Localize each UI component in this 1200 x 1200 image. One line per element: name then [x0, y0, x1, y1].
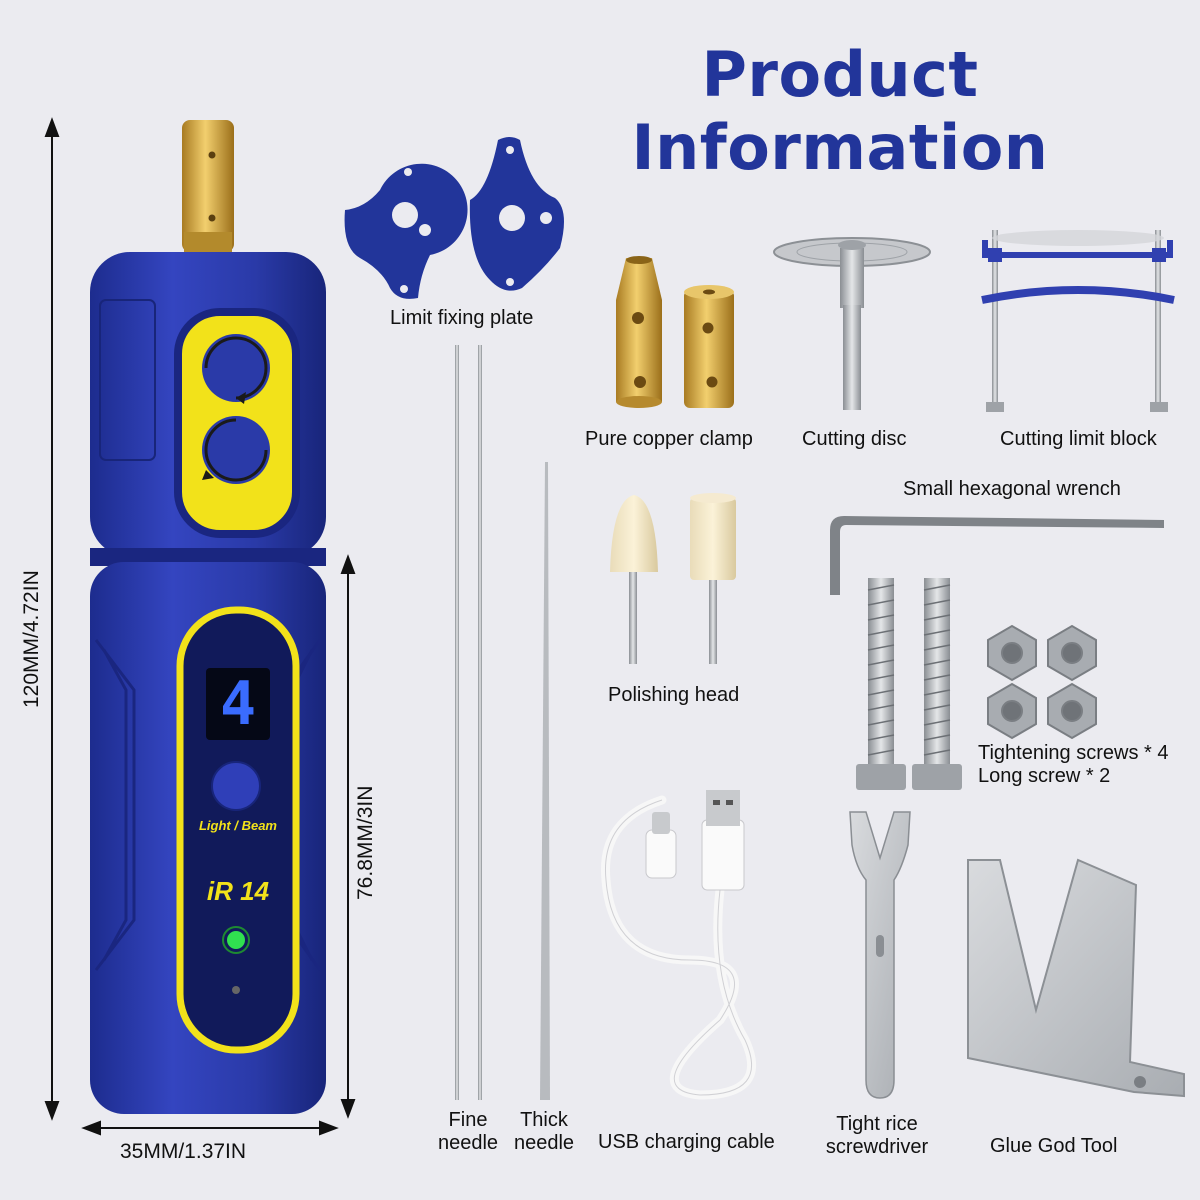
dimension-arrows: [44, 117, 356, 1136]
hex-wrench-label: Small hexagonal wrench: [903, 478, 1121, 500]
copper-clamp-label: Pure copper clamp: [585, 428, 753, 450]
copper-clamp-icon: [616, 256, 734, 408]
charge-indicator: [232, 986, 240, 994]
cutting-disc-icon: [773, 237, 931, 410]
usb-cable-label: USB charging cable: [598, 1131, 775, 1153]
model-label: iR 14: [206, 876, 270, 906]
digit-display: [206, 668, 270, 740]
tightening-screw-icon: [987, 624, 1097, 740]
cutting-limit-block-icon: [981, 230, 1175, 412]
polishing-head-icon: [610, 493, 736, 664]
total-length-label: 120MM/4.72IN: [20, 570, 43, 708]
usb-cable-icon: [600, 790, 757, 1100]
light-beam-button[interactable]: [211, 761, 261, 811]
fine-needle-icon: [455, 345, 482, 1100]
page-title: Product Information: [631, 38, 1049, 184]
width-label: 35MM/1.37IN: [120, 1140, 247, 1163]
body-length-label: 76.8MM/3IN: [354, 785, 377, 900]
glue-god-tool-icon: [967, 858, 1185, 1098]
limit-fixing-plate-icon: [344, 137, 564, 299]
counterclockwise-button[interactable]: [202, 416, 270, 484]
long-screw-label: Long screw * 2: [978, 765, 1111, 787]
glue-removal-device: [90, 120, 326, 1114]
screwdriver-label: Tight rice screwdriver: [825, 1113, 929, 1158]
screwdriver-icon: [849, 811, 911, 1099]
thick-needle-label: Thick needle: [513, 1109, 575, 1154]
hex-wrench-icon: [830, 516, 1164, 595]
cutting-disc-label: Cutting disc: [802, 428, 907, 450]
power-indicator-led: [227, 931, 245, 949]
clockwise-button[interactable]: [202, 334, 270, 404]
tightening-screws-label: Tightening screws * 4: [978, 742, 1169, 764]
limit-fixing-plate-label: Limit fixing plate: [390, 307, 534, 329]
display-digit: 4: [219, 669, 257, 739]
device-collet: [182, 120, 234, 252]
fine-needle-label: Fine needle: [437, 1109, 499, 1154]
light-beam-label: Light / Beam: [198, 818, 277, 833]
long-screw-icon: [856, 578, 962, 790]
thick-needle-icon: [540, 462, 550, 1100]
glue-god-tool-label: Glue God Tool: [990, 1135, 1118, 1157]
polishing-head-label: Polishing head: [608, 684, 740, 706]
cutting-limit-block-label: Cutting limit block: [1000, 428, 1157, 450]
